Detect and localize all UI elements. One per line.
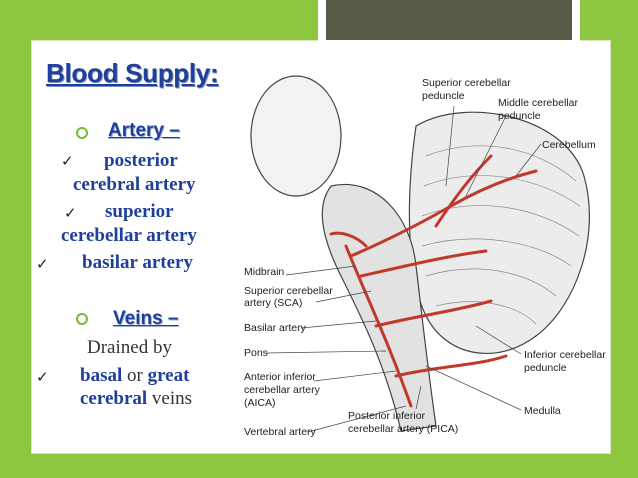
header-box xyxy=(326,0,572,40)
artery-item-2a: superior xyxy=(105,201,174,222)
label-pica-2: cerebellar artery (PICA) xyxy=(348,423,458,435)
label-sca-2: artery (SCA) xyxy=(244,297,302,309)
label-sup-peduncle-2: peduncle xyxy=(422,90,465,102)
label-medulla: Medulla xyxy=(524,405,561,417)
artery-item-2b: cerebellar artery xyxy=(61,225,197,246)
artery-item-1b: cerebral artery xyxy=(73,174,196,195)
label-cerebellum: Cerebellum xyxy=(542,139,596,151)
drained-by-text: Drained by xyxy=(87,337,172,358)
checkmark-icon: ✓ xyxy=(36,368,49,386)
checkmark-icon: ✓ xyxy=(64,204,77,222)
cerebral-word: cerebral xyxy=(80,388,148,409)
slide-title: Blood Supply: xyxy=(46,58,219,88)
checkmark-icon: ✓ xyxy=(36,255,49,273)
label-pons: Pons xyxy=(244,347,268,359)
label-midbrain: Midbrain xyxy=(244,266,284,278)
checkmark-icon: ✓ xyxy=(61,152,74,170)
label-vertebral: Vertebral artery xyxy=(244,426,317,438)
label-aica-3: (AICA) xyxy=(244,397,276,409)
artery-network xyxy=(329,154,538,408)
cerebellum-folia xyxy=(421,145,581,325)
label-mid-peduncle-1: Middle cerebellar xyxy=(498,97,578,109)
veins-word: veins xyxy=(151,388,193,409)
label-aica-2: cerebellar artery xyxy=(244,384,321,396)
label-sca-1: Superior cerebellar xyxy=(244,285,333,297)
vein-line-2: cerebral veins xyxy=(80,388,192,410)
label-mid-peduncle-2: peduncle xyxy=(498,110,541,122)
brainstem-cerebellum-diagram: Superior cerebellar peduncle Middle cere… xyxy=(244,75,606,438)
label-inf-peduncle-1: Inferior cerebellar xyxy=(524,349,606,361)
label-leaders xyxy=(265,105,542,433)
great-word: great xyxy=(147,365,190,386)
thalamus-shape xyxy=(250,75,342,197)
label-pica-1: Posterior inferior xyxy=(348,410,426,422)
artery-item-1a: posterior xyxy=(104,150,178,171)
vein-line-1: basal or great xyxy=(80,365,189,387)
artery-item-3: basilar artery xyxy=(82,252,193,273)
or-word: or xyxy=(127,365,143,386)
artery-heading: Artery – xyxy=(108,120,180,141)
basal-word: basal xyxy=(80,365,123,386)
brainstem-shape xyxy=(321,183,437,432)
label-inf-peduncle-2: peduncle xyxy=(524,362,567,374)
label-sup-peduncle-1: Superior cerebellar xyxy=(422,77,511,89)
label-basilar: Basilar artery xyxy=(244,322,307,334)
ring-bullet-icon xyxy=(76,127,88,139)
veins-heading: Veins – xyxy=(113,308,179,329)
ring-bullet-icon xyxy=(76,313,88,325)
label-aica-1: Anterior inferior xyxy=(244,371,316,383)
